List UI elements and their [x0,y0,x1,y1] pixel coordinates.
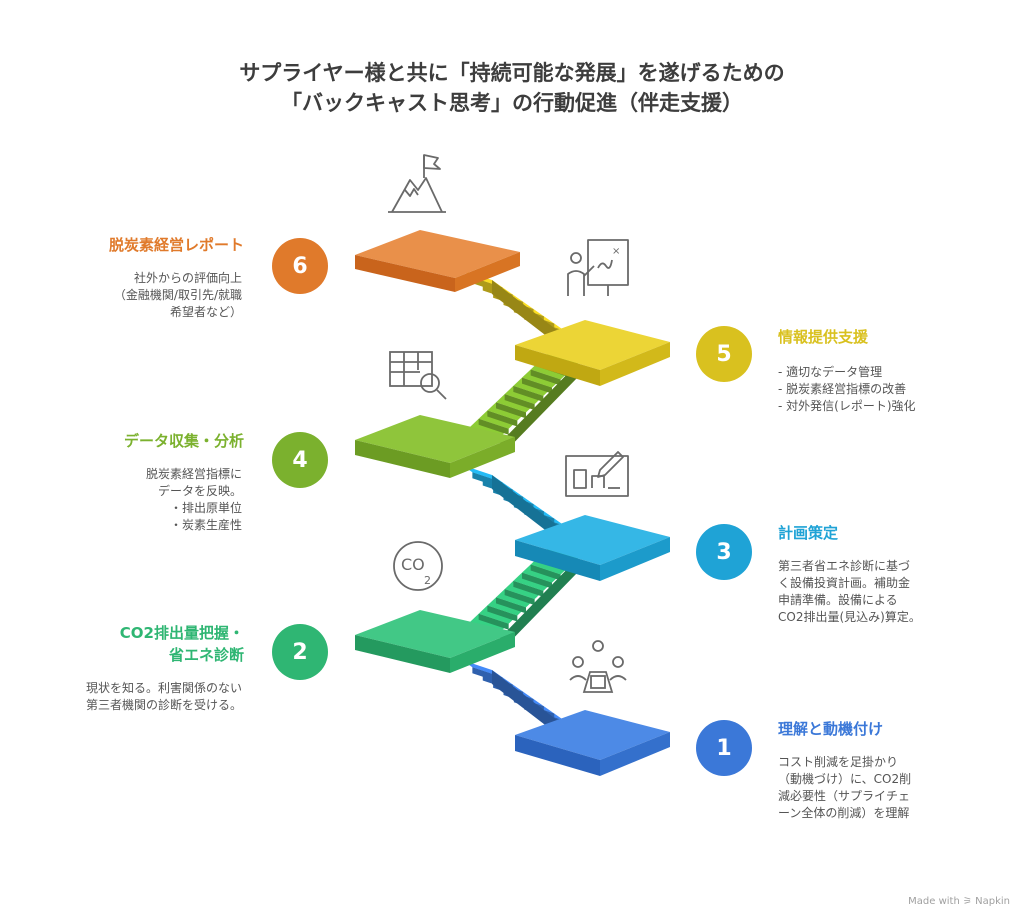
stair-riser [487,605,518,622]
step-4-number: 4 [292,447,308,473]
step-2-line-1: 現状を知る。利害関係のない [85,681,242,695]
stair-side [500,363,578,457]
step-3-number-badge: 3 [696,524,752,580]
step-5-line-3: - 対外発信(レポート)強化 [778,399,916,413]
step-4-number-badge: 4 [272,432,328,488]
platform-2 [355,610,515,673]
step-2-number: 2 [292,639,308,665]
presenter-icon: × [567,239,629,296]
step-6-line-2: （金融機関/取引先/就職 [113,288,242,302]
step-6-heading-text: 脱炭素経営レポート [108,236,244,254]
step-2-description: 現状を知る。利害関係のない 第三者機関の診断を受ける。 [86,680,242,714]
step-1-description: コスト削減を足掛かり （動機づけ）に、CO2削 減必要性（サプライチェ ーン全体… [778,754,911,822]
stair-riser [496,402,526,419]
step-1-line-3: 減必要性（サプライチェ [778,789,911,803]
step-1-heading: 理解と動機付け [778,720,884,738]
step-4-line-2: データを反映。 [157,484,242,498]
co2-icon: CO 2 [393,541,443,591]
platform-5 [515,320,670,386]
step-3-description: 第三者省エネ診断に基づ く設備投資計画。補助金 申請準備。設備による CO2排出… [778,558,921,626]
step-6-number: 6 [292,253,308,279]
step-5-line-2: - 脱炭素経営指標の改善 [778,382,907,396]
stair-riser [513,385,544,402]
step-5-number-badge: 5 [696,326,752,382]
step-6-line-1: 社外からの評価向上 [133,271,242,285]
step-5-number: 5 [716,341,732,367]
step-2-heading-line-1: CO2排出量把握・ [119,624,244,642]
step-4-heading: データ収集・分析 [123,432,244,450]
plan-board-icon [565,451,629,497]
step-4-description: 脱炭素経営指標に データを反映。 ・排出原単位 ・炭素生産性 [146,466,242,534]
meeting-icon [569,640,627,693]
stair-riser [522,377,552,394]
stair-riser [487,410,518,427]
step-2-heading: CO2排出量把握・ 省エネ診断 [120,622,244,666]
step-3-line-2: く設備投資計画。補助金 [778,576,911,590]
step-1-line-1: コスト削減を足掛かり [778,755,899,769]
step-1-number: 1 [716,735,732,761]
platform-4 [355,415,515,478]
platform-3 [515,515,670,581]
platform-1 [515,710,670,776]
svg-text:2: 2 [424,574,431,587]
step-6-heading: 脱炭素経営レポート [109,234,244,256]
stair-riser [530,369,561,386]
stair-riser [530,564,561,581]
step-1-line-2: （動機づけ）に、CO2削 [778,772,912,786]
step-4-line-4: ・炭素生産性 [169,518,242,532]
step-1-line-4: ーン全体の削減）を理解 [778,806,910,820]
stair-riser [496,597,526,614]
title-line-1: サプライヤー様と共に「持続可能な発展」を遂げるための [239,61,785,85]
step-3-line-3: 申請準備。設備による [778,593,898,607]
platform-6 [355,230,520,292]
stair-riser [522,572,552,589]
page-title: サプライヤー様と共に「持続可能な発展」を遂げるための 「バックキャスト思考」の行… [0,58,1024,118]
step-3-line-4: CO2排出量(見込み)算定。 [778,610,921,624]
step-6-description: 社外からの評価向上 （金融機関/取引先/就職 希望者など） [114,270,242,321]
stair-riser [504,589,535,606]
step-5-heading: 情報提供支援 [778,328,869,346]
data-search-icon [389,351,447,400]
step-3-line-1: 第三者省エネ診断に基づ [778,559,911,573]
svg-text:×: × [612,246,620,257]
napkin-credit[interactable]: Made with ⚞ Napkin [908,896,1010,907]
stair-riser [504,394,535,411]
title-line-2: 「バックキャスト思考」の行動促進（伴走支援） [281,91,743,115]
stair-riser [478,418,509,435]
mountain-flag-icon [388,154,446,213]
step-5-line-1: - 適切なデータ管理 [778,365,883,379]
step-6-line-3: 希望者など） [169,305,242,319]
step-4-line-1: 脱炭素経営指標に [145,467,242,481]
svg-text:CO: CO [401,555,425,574]
stair-side [500,558,578,652]
step-2-line-2: 第三者機関の診断を受ける。 [85,698,242,712]
step-6-number-badge: 6 [272,238,328,294]
step-2-heading-line-2: 省エネ診断 [168,646,244,664]
stair-riser [513,580,544,597]
step-4-line-3: ・排出原単位 [169,501,242,515]
step-3-heading: 計画策定 [778,524,839,542]
step-2-number-badge: 2 [272,624,328,680]
stair-riser [478,613,509,630]
step-1-number-badge: 1 [696,720,752,776]
step-3-number: 3 [716,539,732,565]
step-5-description: - 適切なデータ管理 - 脱炭素経営指標の改善 - 対外発信(レポート)強化 [778,364,916,415]
